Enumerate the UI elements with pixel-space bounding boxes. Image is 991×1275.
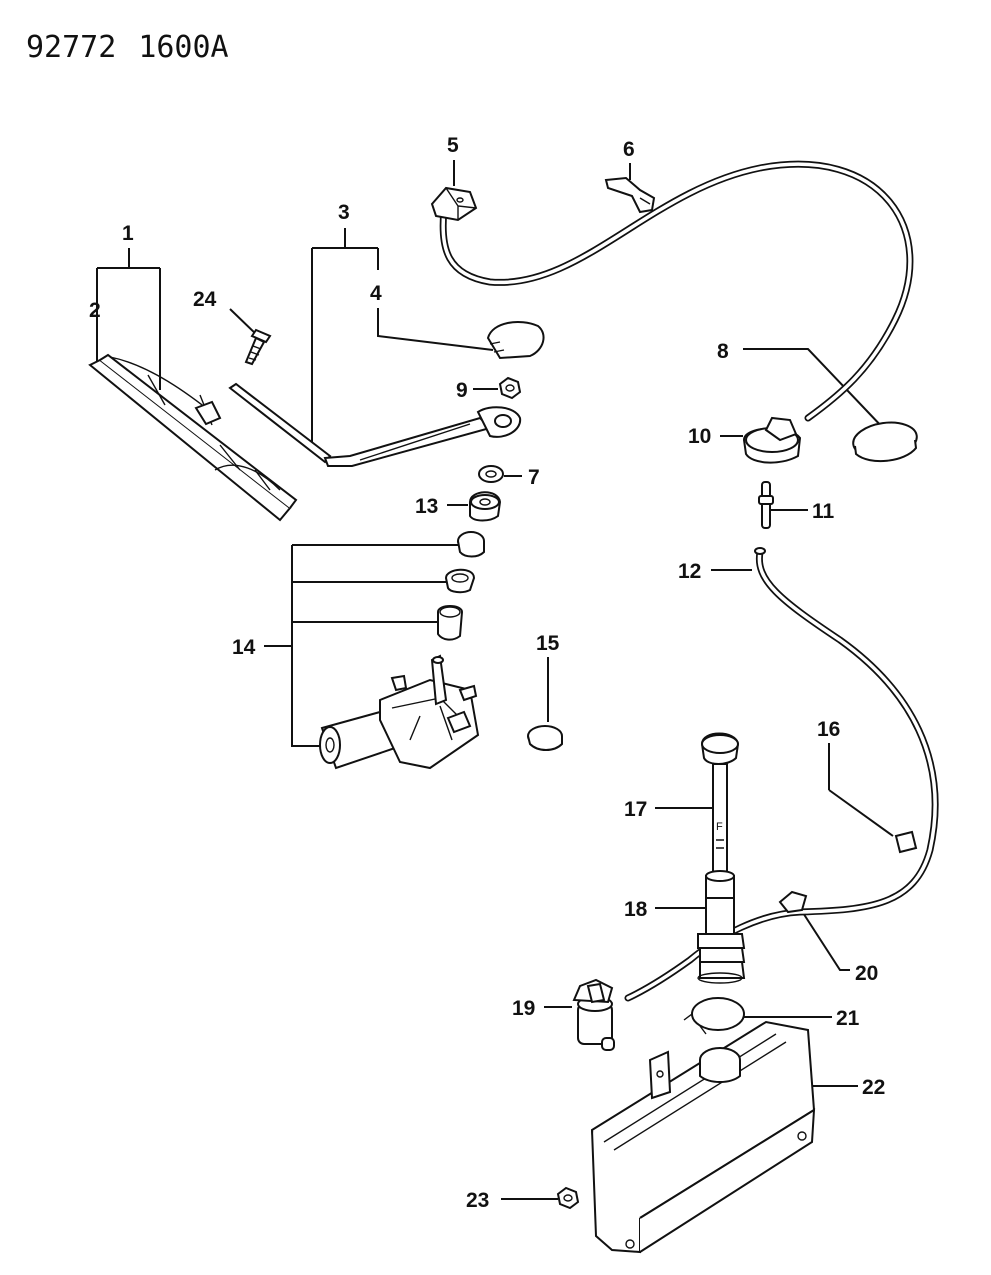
hose-grommet[interactable] bbox=[851, 419, 919, 463]
callout-19[interactable]: 19 bbox=[512, 997, 535, 1020]
leader-lines bbox=[96, 160, 894, 1200]
callout-12[interactable]: 12 bbox=[678, 560, 701, 583]
callout-13[interactable]: 13 bbox=[415, 495, 438, 518]
hose-clip-lower[interactable] bbox=[778, 890, 808, 914]
reservoir-nut[interactable] bbox=[556, 1186, 580, 1210]
callout-11[interactable]: 11 bbox=[812, 500, 835, 523]
callout-6[interactable]: 6 bbox=[623, 138, 635, 161]
group-code: 1600A bbox=[138, 30, 229, 65]
nut[interactable] bbox=[498, 376, 522, 400]
callout-labels: 1 2 3 4 5 6 7 8 9 10 11 12 13 14 15 16 1… bbox=[89, 134, 885, 1212]
callout-4[interactable]: 4 bbox=[370, 282, 382, 305]
hose-connector[interactable] bbox=[758, 481, 774, 529]
callout-16[interactable]: 16 bbox=[817, 718, 840, 741]
washer-nozzle[interactable] bbox=[430, 186, 478, 222]
hose-clip-right[interactable] bbox=[894, 830, 918, 854]
hose-clip-upper[interactable] bbox=[604, 176, 656, 214]
callout-20[interactable]: 20 bbox=[855, 962, 878, 985]
callout-10[interactable]: 10 bbox=[688, 425, 711, 448]
callout-22[interactable]: 22 bbox=[862, 1076, 885, 1099]
washer-reservoir[interactable] bbox=[590, 1020, 816, 1254]
callout-3[interactable]: 3 bbox=[338, 201, 350, 224]
drawing-header: 92772 1600A bbox=[26, 30, 251, 65]
plug[interactable] bbox=[527, 725, 563, 751]
hose-end[interactable] bbox=[754, 547, 766, 555]
washer-pump[interactable] bbox=[572, 978, 615, 1051]
callout-14[interactable]: 14 bbox=[232, 636, 256, 659]
wiper-motor-assembly[interactable] bbox=[319, 531, 485, 770]
rear-washer-nozzle[interactable] bbox=[742, 416, 802, 464]
callout-1[interactable]: 1 bbox=[122, 222, 134, 245]
callout-24[interactable]: 24 bbox=[193, 288, 217, 311]
callout-18[interactable]: 18 bbox=[624, 898, 648, 921]
hose-clamp[interactable] bbox=[683, 997, 745, 1035]
dipstick-marking-f: F bbox=[716, 821, 723, 833]
wiper-blade[interactable] bbox=[88, 353, 298, 522]
wiper-arm[interactable] bbox=[228, 382, 522, 467]
callout-21[interactable]: 21 bbox=[836, 1007, 860, 1030]
arm-cap[interactable] bbox=[486, 321, 545, 360]
callout-7[interactable]: 7 bbox=[528, 466, 540, 489]
filler-neck[interactable] bbox=[697, 870, 746, 984]
drawing-number: 92772 bbox=[26, 30, 117, 65]
callout-8[interactable]: 8 bbox=[717, 340, 729, 363]
callout-23[interactable]: 23 bbox=[466, 1189, 489, 1212]
bushing[interactable] bbox=[469, 491, 502, 522]
callout-9[interactable]: 9 bbox=[456, 379, 468, 402]
washer-hoses bbox=[439, 160, 939, 1002]
callout-5[interactable]: 5 bbox=[447, 134, 459, 157]
callout-15[interactable]: 15 bbox=[536, 632, 560, 655]
reservoir-cap-dipstick[interactable]: F bbox=[700, 732, 740, 877]
washer[interactable] bbox=[478, 465, 504, 483]
screw[interactable] bbox=[244, 328, 272, 366]
callout-17[interactable]: 17 bbox=[624, 798, 647, 821]
callout-2[interactable]: 2 bbox=[89, 299, 101, 322]
